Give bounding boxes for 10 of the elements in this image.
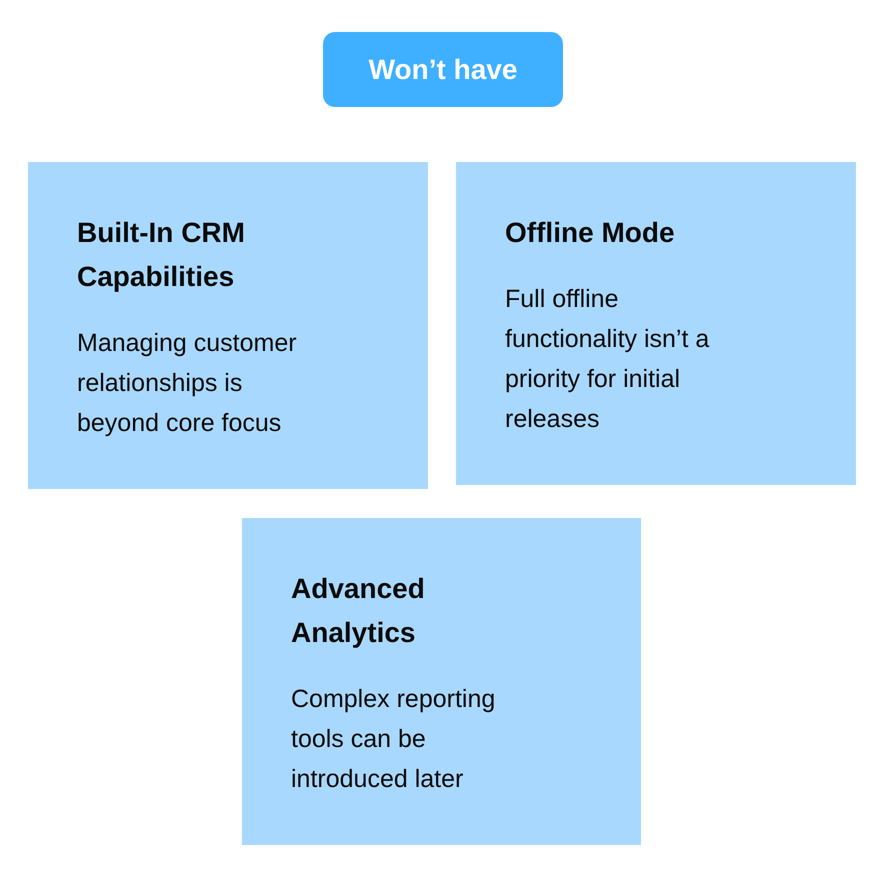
card-heading: Built-In CRM Capabilities xyxy=(77,216,246,294)
feature-card xyxy=(242,518,641,845)
card-description: Managing customer relationships is beyond core focus xyxy=(77,328,298,439)
feature-card xyxy=(28,162,428,489)
category-tag: Won’t have xyxy=(323,32,563,107)
card-description: Complex reporting tools can be introduced later xyxy=(291,684,496,795)
feature-card xyxy=(456,162,856,485)
card-heading: Offline Mode xyxy=(505,216,675,250)
card-description: Full offline functionality isn’t a priority for initial releases xyxy=(505,284,710,435)
card-heading: Advanced Analytics xyxy=(291,572,426,650)
